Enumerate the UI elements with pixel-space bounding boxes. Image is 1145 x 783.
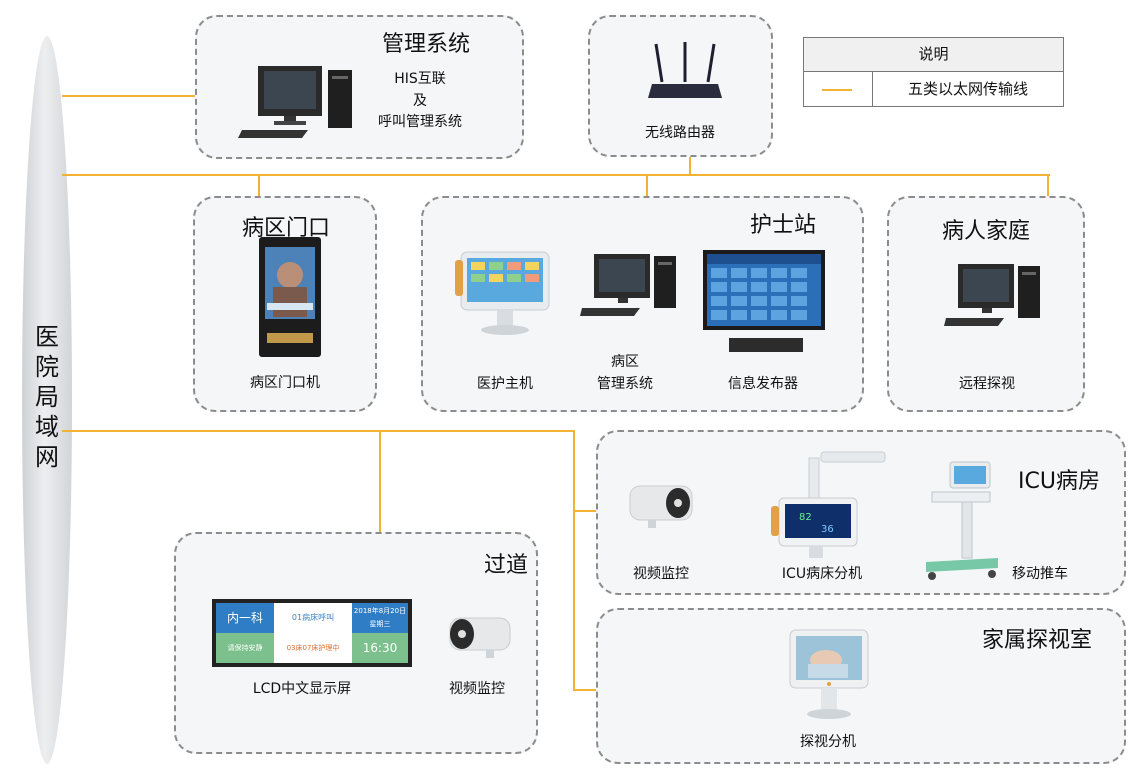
- wire-mgmt: [62, 95, 196, 97]
- info-display-caption: 信息发布器: [728, 376, 798, 392]
- info-display-icon: [703, 250, 825, 352]
- patient-home-title: 病人家庭: [942, 219, 1031, 244]
- wire-home-drop: [1047, 174, 1049, 196]
- corridor-camera-icon: [449, 617, 511, 658]
- wire-main-bus: [62, 174, 1050, 176]
- lan-backbone: [22, 36, 72, 764]
- lcd-status: 请保持安静: [216, 633, 274, 663]
- icu-bed-unit-caption: ICU病床分机: [781, 566, 863, 582]
- lcd-date: 2018年8月20日: [353, 607, 407, 615]
- icu-bed-unit-icon: 82 36: [771, 451, 886, 558]
- wire-icu-branch: [573, 510, 597, 512]
- icu-camera-caption: 视频监控: [633, 566, 689, 582]
- wire-family-branch: [573, 689, 597, 691]
- mobile-cart-caption: 移动推车: [1012, 566, 1068, 582]
- ward-door-title: 病区门口: [242, 216, 331, 241]
- nurse-station-title: 护士站: [750, 213, 817, 238]
- visit-unit-caption: 探视分机: [800, 734, 856, 750]
- mgmt-computer-icon: [238, 66, 352, 138]
- lcd-line2: 03床07床护理中: [274, 633, 352, 663]
- lcd-weekday: 星期三: [369, 620, 391, 628]
- ward-door-caption: 病区门口机: [250, 375, 320, 391]
- nurse-host-icon: [455, 251, 550, 335]
- wire-right-trunk: [573, 430, 575, 690]
- lcd-time: 16:30: [352, 633, 408, 663]
- visit-unit-icon: [789, 629, 869, 719]
- ward-mgmt-caption-line1: 病区: [611, 354, 639, 370]
- icu-camera-icon: [629, 485, 693, 528]
- lcd-screen: 内一科 01病床呼叫 2018年8月20日 星期三 请保持安静 03床07床护理…: [212, 599, 412, 667]
- icu-monitor-value2: 36: [821, 524, 834, 535]
- mgmt-desc-line1: HIS互联: [394, 71, 446, 87]
- corridor-camera-caption: 视频监控: [449, 681, 505, 697]
- door-unit-icon: [259, 237, 321, 357]
- router-caption: 无线路由器: [645, 125, 715, 141]
- legend-line-swatch: [804, 72, 873, 107]
- wire-door-drop: [258, 174, 260, 198]
- home-caption: 远程探视: [959, 376, 1015, 392]
- wire-router-drop: [689, 156, 691, 175]
- lcd-caption: LCD中文显示屏: [252, 681, 352, 697]
- icu-monitor-value1: 82: [799, 512, 812, 523]
- router-icon: [648, 42, 722, 98]
- ward-mgmt-computer-icon: [580, 254, 676, 316]
- family-room-title: 家属探视室: [982, 628, 1093, 653]
- wire-corridor-drop: [379, 430, 381, 532]
- corridor-title: 过道: [484, 553, 529, 578]
- wire-lower-bus: [62, 430, 574, 432]
- icu-title: ICU病房: [1018, 469, 1100, 494]
- mgmt-system-title: 管理系统: [382, 32, 471, 57]
- nurse-host-caption: 医护主机: [477, 376, 533, 392]
- legend: 说明 五类以太网传输线: [803, 37, 1064, 107]
- home-computer-icon: [944, 264, 1040, 326]
- mgmt-desc-line3: 呼叫管理系统: [378, 114, 462, 130]
- legend-title: 说明: [804, 38, 1063, 72]
- lan-label: 医院局域网: [35, 323, 59, 471]
- legend-line-label: 五类以太网传输线: [907, 80, 1028, 98]
- ward-mgmt-caption-line2: 管理系统: [597, 376, 653, 392]
- wire-nurse-drop: [646, 174, 648, 196]
- lcd-dept: 内一科: [216, 603, 274, 633]
- lcd-line1: 01病床呼叫: [274, 603, 352, 633]
- mobile-cart-icon: [926, 461, 998, 580]
- mgmt-desc-line2: 及: [413, 93, 427, 109]
